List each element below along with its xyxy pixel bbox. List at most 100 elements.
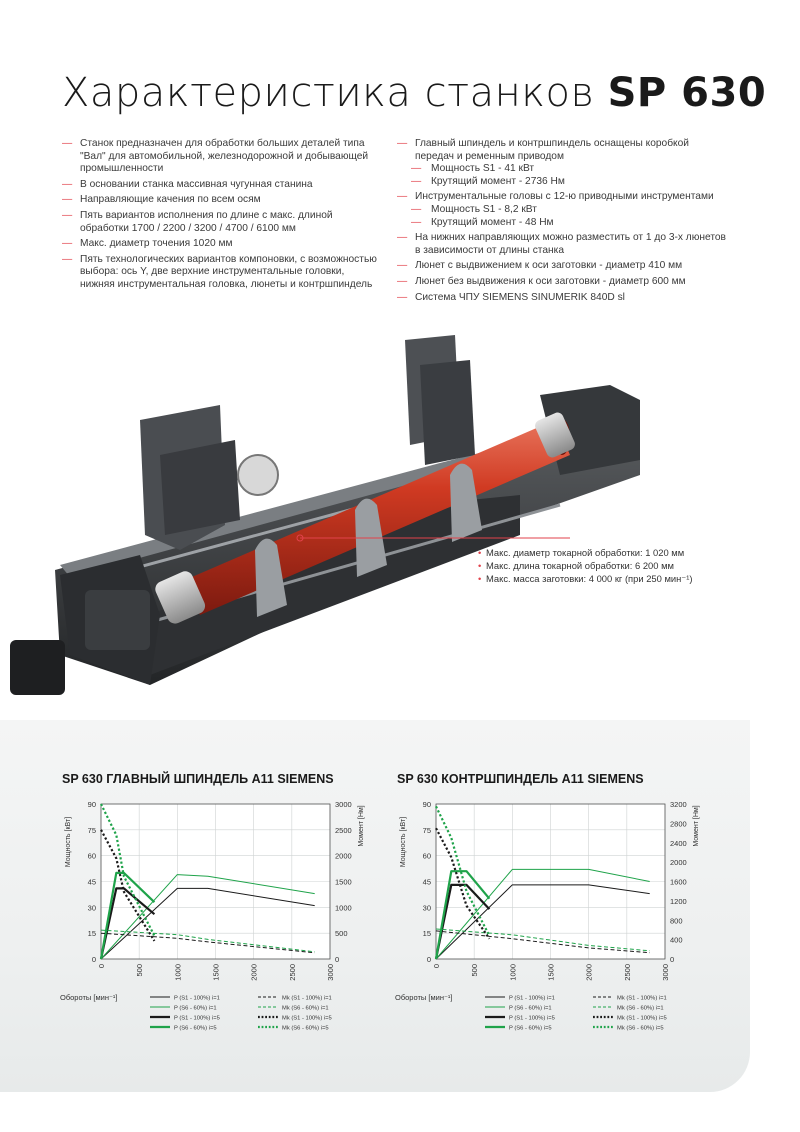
y2-axis-label: Момент [Нм] [693, 805, 700, 846]
tool-turret-left-block [160, 440, 240, 535]
chuck-left [155, 571, 206, 624]
y-tick-label: 60 [88, 852, 96, 861]
y-tick-label: 30 [88, 903, 96, 912]
chart-title-main: SP 630 ГЛАВНЫЙ ШПИНДЕЛЬ A11 SIEMENS [62, 772, 334, 786]
legend-label: Mk (S1 - 100%) i=1 [617, 996, 667, 1002]
feature-item: Станок предназначен для обработки больши… [62, 138, 380, 176]
machine-illustration [10, 335, 640, 695]
series-line [100, 932, 315, 954]
y-axis-label: Мощность [кВт] [65, 817, 72, 867]
series-line [100, 874, 315, 960]
tool-disc-left [237, 454, 279, 496]
series-line [100, 829, 156, 942]
title-light: Характеристика станков [62, 70, 595, 116]
y2-axis-label: Момент [Нм] [358, 805, 365, 846]
legend-label: P (S6 - 60%) i=1 [174, 1006, 217, 1012]
plot-frame [435, 803, 666, 960]
y-tick-label: 45 [423, 878, 431, 887]
y2-tick-label: 800 [670, 916, 683, 925]
y2-tick-label: 3200 [670, 800, 687, 809]
series-line [435, 805, 491, 937]
series-line [99, 887, 156, 960]
tool-turret-right-block [420, 360, 475, 465]
y2-tick-label: 2400 [670, 839, 687, 848]
y-tick-label: 15 [423, 929, 431, 938]
feature-item: Направляющие качения по всем осям [62, 194, 380, 207]
feature-heads-torque: Крутящий момент - 48 Нм [397, 217, 727, 230]
gearbox [85, 590, 150, 650]
legend-label: P (S1 - 100%) i=1 [174, 996, 220, 1002]
y-tick-label: 45 [88, 878, 96, 887]
y-tick-label: 15 [88, 929, 96, 938]
x-tick-label: 2500 [623, 964, 632, 981]
chart-title-counter: SP 630 КОНТРШПИНДЕЛЬ A11 SIEMENS [397, 772, 644, 786]
feature-spindle-torque: Крутящий момент - 2736 Нм [397, 176, 727, 189]
page-title: Характеристика станков SP 630 [62, 70, 766, 116]
callout-dot [296, 534, 304, 542]
features-right-list: Главный шпиндель и контршпиндель оснащен… [397, 138, 727, 307]
feature-cnc: Система ЧПУ SIEMENS SINUMERIK 840D sl [397, 292, 727, 305]
feature-heads: Инструментальные головы с 12-ю приводным… [397, 191, 727, 204]
spindle-motor [10, 640, 65, 695]
y2-tick-label: 1600 [670, 878, 687, 887]
feature-item: Макс. диаметр точения 1020 мм [62, 238, 380, 251]
chuck-right [535, 412, 575, 458]
y2-tick-label: 2000 [335, 852, 352, 861]
y-tick-label: 75 [88, 826, 96, 835]
legend-label: P (S1 - 100%) i=5 [509, 1016, 555, 1022]
title-model: SP 630 [607, 70, 767, 116]
y2-tick-label: 400 [670, 936, 683, 945]
y2-tick-label: 1200 [670, 897, 687, 906]
y2-tick-label: 2000 [670, 858, 687, 867]
lunette [255, 538, 287, 617]
x-tick-label: 0 [432, 964, 441, 968]
feature-lunettes: На нижних направляющих можно разместить … [397, 232, 727, 257]
y-tick-label: 60 [423, 852, 431, 861]
feature-spindle: Главный шпиндель и контршпиндель оснащен… [397, 138, 727, 163]
series-line [99, 871, 156, 960]
series-line [435, 928, 650, 952]
y2-tick-label: 2800 [670, 819, 687, 828]
y-tick-label: 0 [427, 955, 431, 964]
x-tick-label: 3000 [661, 964, 670, 981]
legend-label: Mk (S6 - 60%) i=5 [282, 1026, 329, 1032]
x-tick-label: 1500 [212, 964, 221, 981]
x-axis-label: Обороты [мин⁻¹] [395, 993, 453, 1002]
legend-label: Mk (S1 - 100%) i=5 [282, 1016, 332, 1022]
legend-label: P (S1 - 100%) i=5 [174, 1016, 220, 1022]
y2-tick-label: 1500 [335, 878, 352, 887]
feature-spindle-power: Мощность S1 - 41 кВт [397, 163, 727, 176]
x-tick-label: 3000 [326, 964, 335, 981]
callout-diameter: Макс. диаметр токарной обработки: 1 020 … [478, 547, 693, 560]
feature-item: В основании станка массивная чугунная ст… [62, 179, 380, 192]
callout-mass: Макс. масса заготовки: 4 000 кг (при 250… [478, 573, 693, 586]
series-line [434, 883, 491, 960]
legend-label: Mk (S6 - 60%) i=1 [282, 1006, 329, 1012]
legend-label: P (S1 - 100%) i=1 [509, 996, 555, 1002]
legend-label: Mk (S6 - 60%) i=5 [617, 1026, 664, 1032]
callout-length: Макс. длина токарной обработки: 6 200 мм [478, 560, 693, 573]
y-axis-label: Мощность [кВт] [400, 817, 407, 867]
x-tick-label: 1500 [547, 964, 556, 981]
y2-tick-label: 3000 [335, 800, 352, 809]
x-tick-label: 500 [135, 964, 144, 977]
y-tick-label: 90 [88, 800, 96, 809]
x-tick-label: 2500 [288, 964, 297, 981]
legend-label: P (S6 - 60%) i=5 [509, 1026, 552, 1032]
features-left-list: Станок предназначен для обработки больши… [62, 138, 380, 295]
x-tick-label: 2000 [250, 964, 259, 981]
x-axis-label: Обороты [мин⁻¹] [60, 993, 118, 1002]
y2-tick-label: 0 [670, 955, 674, 964]
y2-tick-label: 1000 [335, 903, 352, 912]
y2-tick-label: 0 [335, 955, 339, 964]
legend-label: P (S6 - 60%) i=5 [174, 1026, 217, 1032]
machine-callouts: Макс. диаметр токарной обработки: 1 020 … [478, 547, 693, 585]
feature-lunette-noshift: Люнет без выдвижения к оси заготовки - д… [397, 276, 727, 289]
x-tick-label: 1000 [508, 964, 517, 981]
y-tick-label: 30 [423, 903, 431, 912]
x-tick-label: 500 [470, 964, 479, 977]
x-tick-label: 2000 [585, 964, 594, 981]
series-line [435, 930, 650, 954]
feature-item: Пять вариантов исполнения по длине с мак… [62, 210, 380, 235]
